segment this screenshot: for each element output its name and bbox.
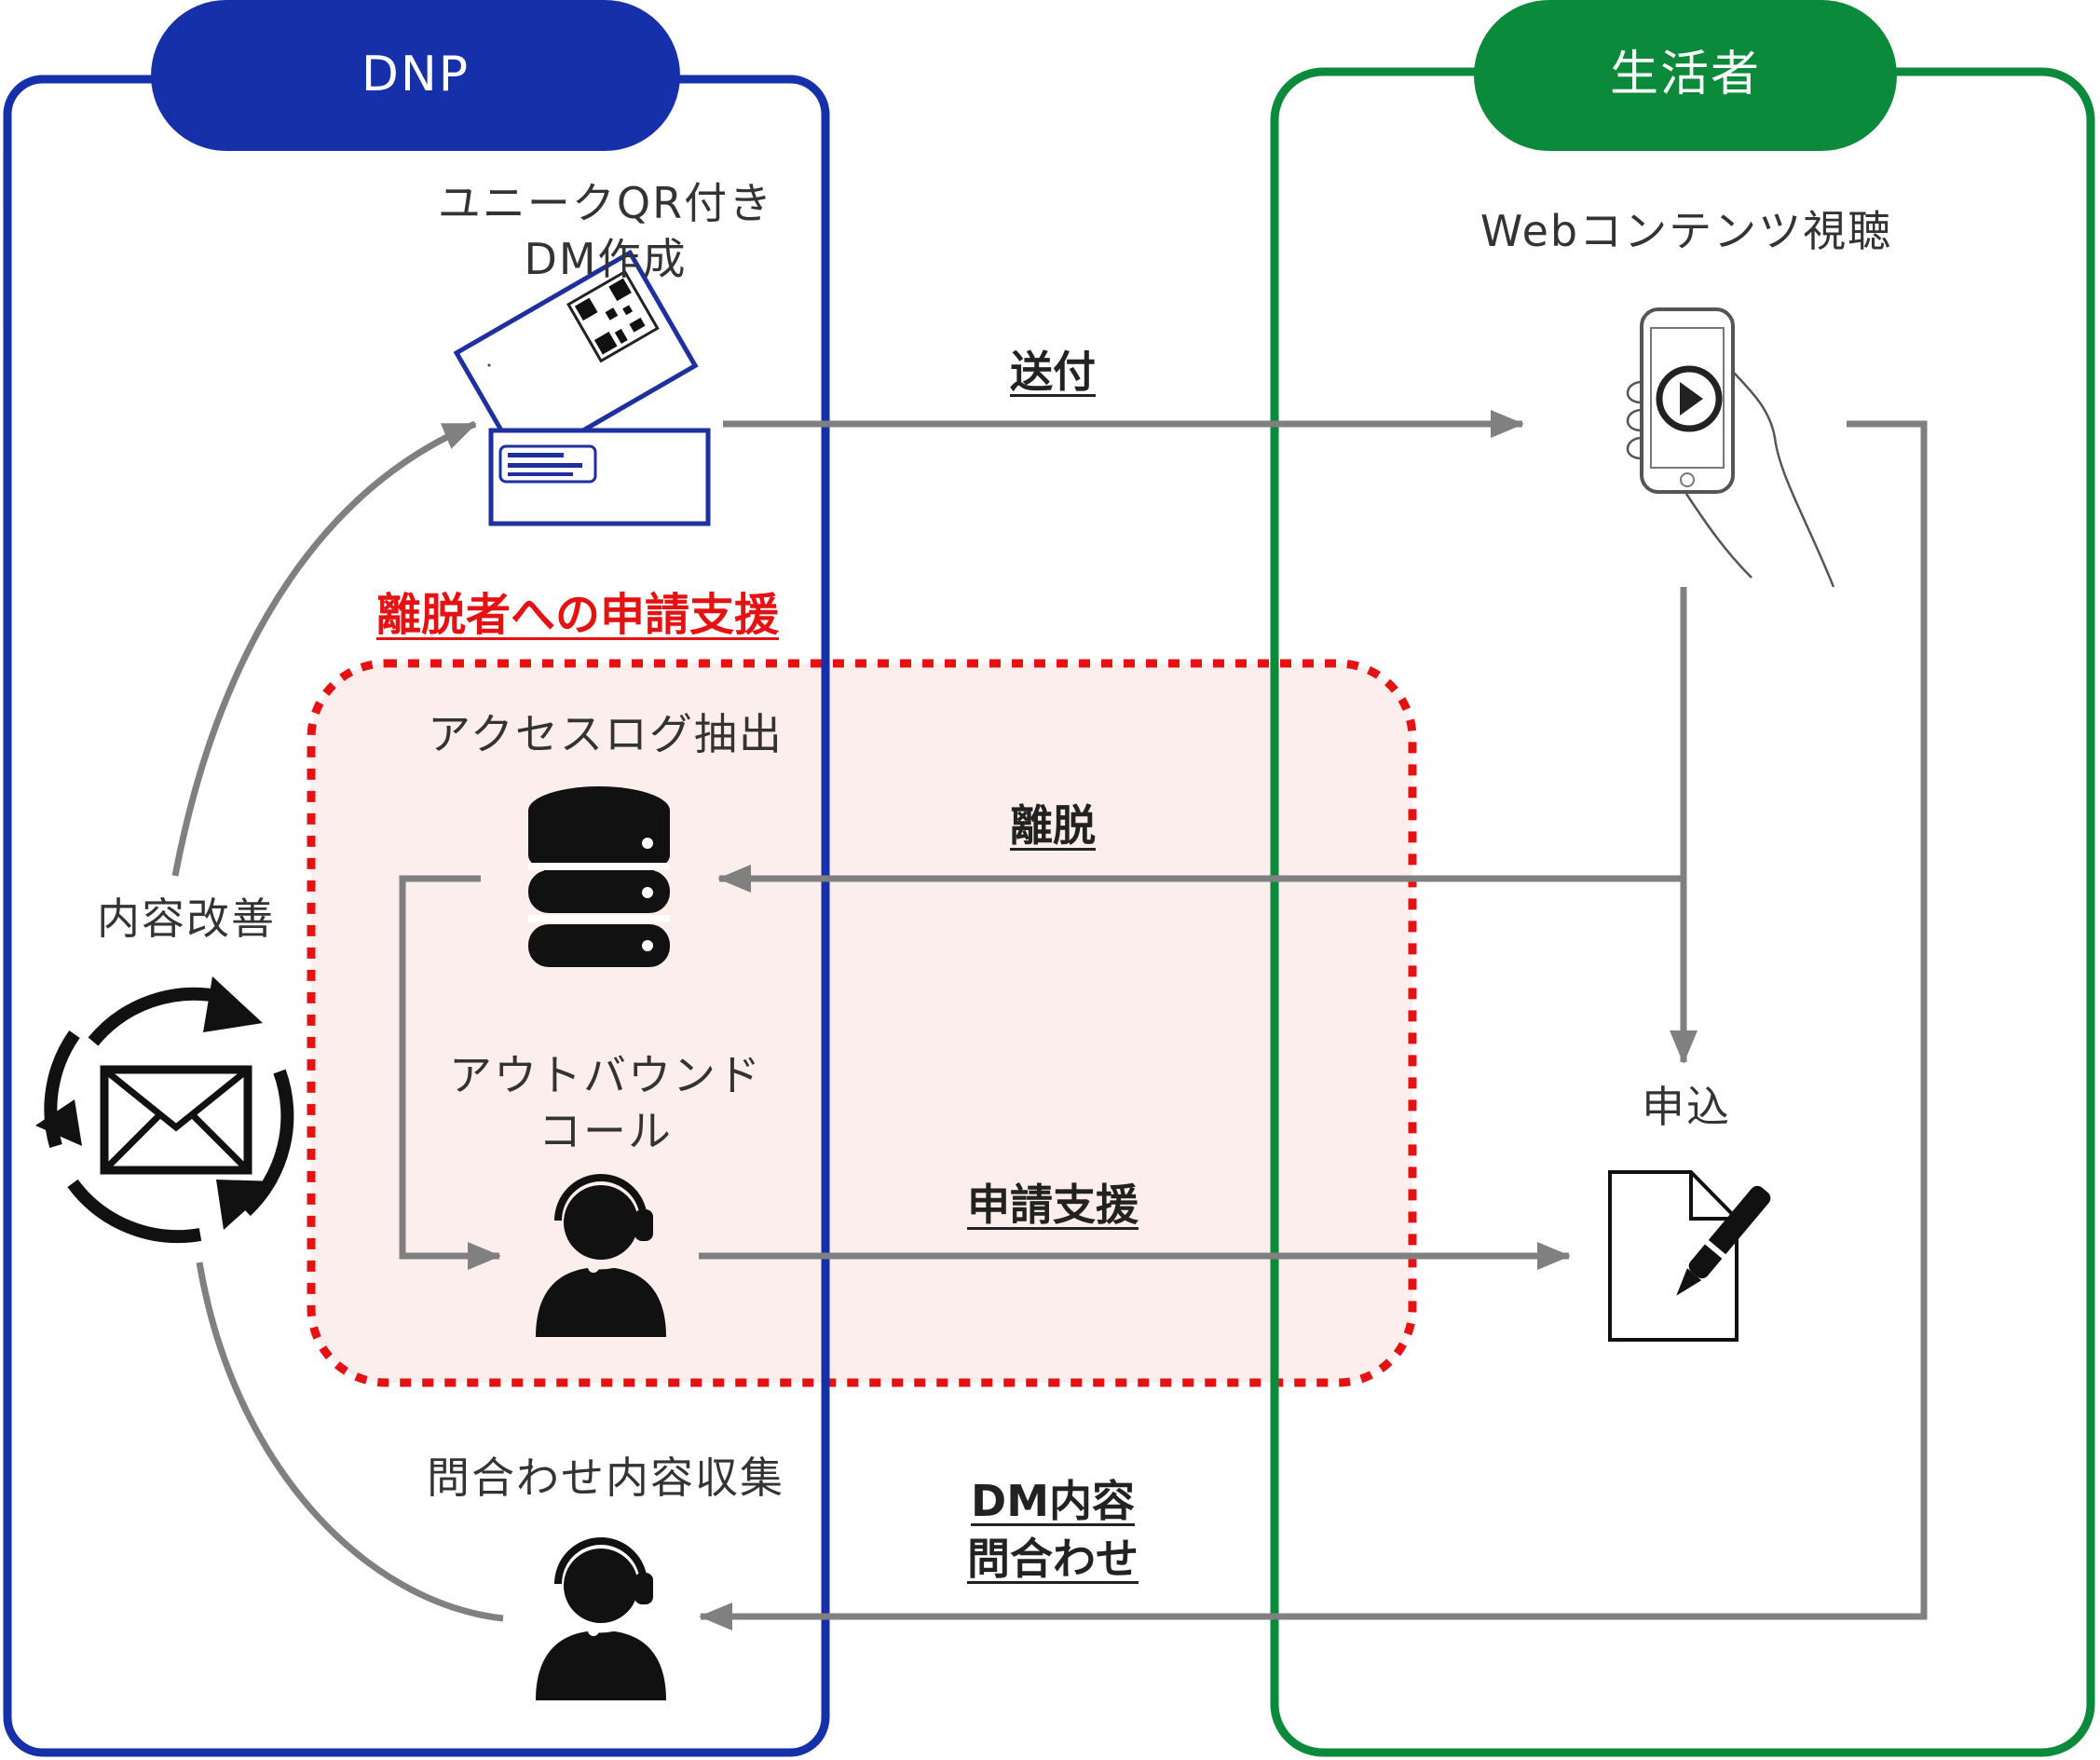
improve-label: 内容改善 <box>97 894 276 944</box>
edge-inquiry-label-line2: 問合わせ <box>967 1534 1139 1584</box>
headset-operator-icon <box>536 1174 666 1337</box>
outbound-label-line2: コール <box>539 1106 673 1156</box>
edge-support-label: 申請支援 <box>967 1180 1139 1230</box>
arrow-db-to-operator <box>399 875 501 1270</box>
outbound-label-line1: アウトバウンド <box>449 1050 762 1100</box>
document-pen-icon <box>1608 1170 1771 1342</box>
edge-inquiry-label-line1: DM内容 <box>971 1476 1135 1526</box>
smartphone-play-icon <box>1626 307 1835 588</box>
dm-create-label-line2: DM作成 <box>524 234 688 284</box>
lane-dnp-title: DNP <box>361 47 470 102</box>
arrow-inquiry <box>699 420 1928 1630</box>
arrow-improve-to-dm <box>171 420 477 877</box>
headset-operator-icon <box>536 1537 666 1700</box>
support-zone-title: 離脱者への申請支援 <box>375 589 779 641</box>
support-zone <box>307 659 1417 1387</box>
database-icon <box>528 786 670 967</box>
edge-send-label: 送付 <box>1010 347 1096 397</box>
inquiry-collect-label: 問合わせ内容収集 <box>427 1453 784 1503</box>
lane-consumer-pill <box>1474 0 1897 151</box>
envelope-qr-icon <box>453 249 711 526</box>
lane-consumer-title: 生活者 <box>1609 47 1761 102</box>
arrow-inquiry-to-improve <box>196 1262 504 1622</box>
edge-dropout-label: 離脱 <box>1010 800 1096 851</box>
mail-cycle-icon <box>35 976 294 1244</box>
lane-dnp-pill <box>151 0 680 151</box>
apply-label: 申込 <box>1642 1082 1731 1132</box>
dm-create-label-line1: ユニークQR付き <box>437 178 774 228</box>
web-view-label: Webコンテンツ視聴 <box>1480 206 1893 256</box>
access-log-label: アクセスログ抽出 <box>428 709 784 759</box>
